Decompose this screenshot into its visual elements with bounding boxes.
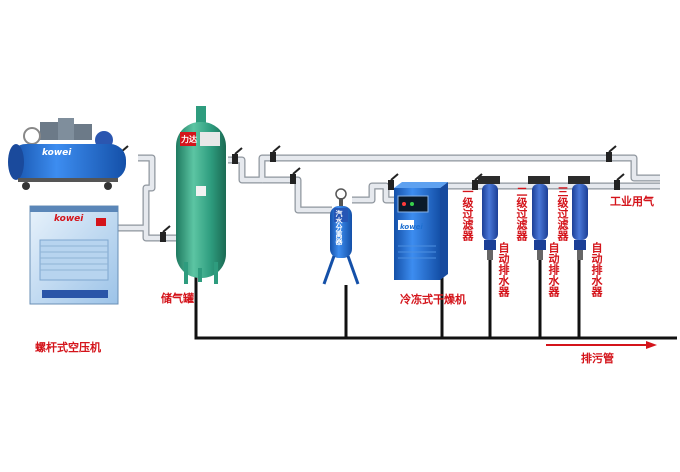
filter-3 [568, 176, 590, 260]
air-storage-tank [176, 106, 226, 284]
label-filter-1: 一级过滤器 [461, 186, 474, 241]
label-auto-drain-2: 自动排水器 [547, 242, 560, 297]
auto-drain-hoses [488, 260, 581, 338]
piston-compressor-logo: kowei [42, 148, 72, 158]
separator-tag: 汽水分离器 [335, 210, 343, 245]
label-refrigerated-dryer: 冷冻式干燥机 [400, 293, 466, 306]
tank-brand-tag: 力达 [181, 135, 197, 144]
drain-arrow [546, 341, 657, 349]
label-filter-3: 三级过滤器 [556, 186, 569, 241]
piston-compressor [8, 118, 126, 190]
label-air-tank: 储气罐 [161, 292, 194, 305]
dryer-logo: kowei [400, 223, 423, 231]
label-drain-pipe: 排污管 [581, 352, 614, 365]
water-separator [322, 188, 360, 285]
label-industrial-air: 工业用气 [610, 195, 654, 208]
filter-2 [528, 176, 550, 260]
refrigerated-dryer [394, 182, 448, 280]
screw-compressor [29, 205, 119, 305]
filter-1 [478, 176, 500, 260]
label-filter-2: 二级过滤器 [515, 186, 528, 241]
label-auto-drain-3: 自动排水器 [590, 242, 603, 297]
label-auto-drain-1: 自动排水器 [497, 242, 510, 297]
screw-compressor-logo: kowei [54, 214, 84, 224]
label-screw-compressor: 螺杆式空压机 [35, 341, 101, 354]
